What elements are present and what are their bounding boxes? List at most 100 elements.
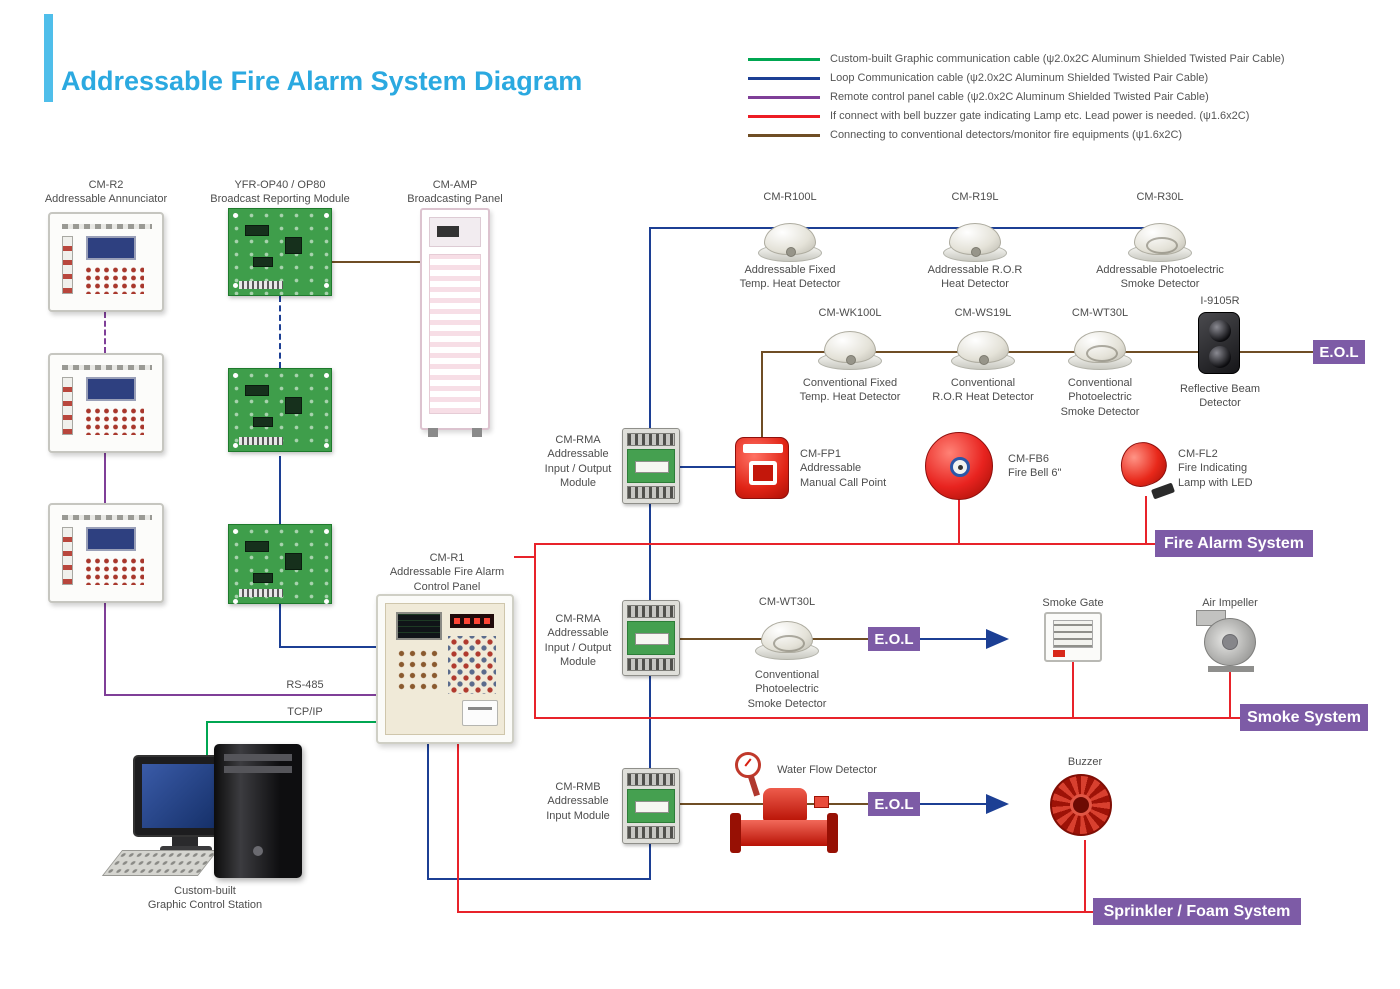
- remote-cable-rs485: [104, 694, 378, 696]
- led-column: [62, 377, 73, 435]
- sprinkler-power-line: [458, 911, 1097, 913]
- title-accent-bar: [44, 14, 53, 102]
- reflective-beam-detector: [1198, 312, 1240, 374]
- legend-row: Loop Communication cable (ψ2.0x2C Alumin…: [748, 71, 1208, 85]
- lamp-power-drop: [1145, 496, 1147, 545]
- water-flow-detector: [730, 752, 838, 854]
- impeller-power-drop: [1229, 666, 1231, 719]
- legend-label: Custom-built Graphic communication cable…: [830, 53, 1285, 65]
- detector-desc: Reflective Beam Detector: [1179, 383, 1261, 410]
- gauge-stem: [748, 775, 760, 797]
- smoke-gate-label: Smoke Gate: [1042, 597, 1104, 609]
- loop-cable-dashed: [279, 296, 281, 368]
- module-tag: [635, 633, 669, 645]
- air-impeller: [1196, 610, 1266, 672]
- fire-power-line: [535, 543, 1157, 545]
- buzzer-center: [1070, 794, 1092, 816]
- display-screen: [437, 226, 459, 237]
- detector-desc: Conventional Photoelectric Smoke Detecto…: [1060, 377, 1140, 418]
- legend-label: If connect with bell buzzer gate indicat…: [830, 110, 1250, 122]
- fan-hub: [1222, 634, 1238, 650]
- flange: [827, 813, 838, 853]
- chip: [253, 573, 273, 583]
- led-column: [62, 527, 73, 585]
- legend-swatch-blue: [748, 76, 820, 80]
- tcpip-label: TCP/IP: [287, 706, 323, 718]
- chip: [245, 385, 269, 396]
- detector-desc: Conventional Fixed Temp. Heat Detector: [799, 377, 901, 404]
- io-module-cm-rma-1: [622, 428, 680, 504]
- led-column: [62, 236, 73, 294]
- manual-call-point: [735, 437, 789, 499]
- panel-power-stub: [514, 556, 535, 558]
- lamp-dome: [1113, 435, 1173, 493]
- label-strip: [62, 365, 152, 370]
- terminal-row: [627, 773, 675, 786]
- bell-hub: [950, 457, 970, 477]
- panel-power-riser: [457, 744, 459, 913]
- loop-trunk-bottom: [428, 878, 651, 880]
- loop-panel-drop: [427, 744, 429, 880]
- loop-trunk-top: [650, 227, 1162, 229]
- call-point-caption: CM-FP1 Addressable Manual Call Point: [800, 448, 887, 489]
- chip: [253, 417, 273, 427]
- detector-desc: Addressable Fixed Temp. Heat Detector: [739, 264, 841, 291]
- legend-label: Connecting to conventional detectors/mon…: [830, 129, 1183, 141]
- annunciator-panel-2: [48, 353, 164, 453]
- annunciator-title: CM-R2 Addressable Annunciator: [44, 179, 168, 206]
- module-label: CM-RMA Addressable Input / Output Module: [544, 613, 612, 668]
- module-tag: [635, 461, 669, 473]
- monitor-screen: [142, 764, 228, 828]
- detector-cm-wk100l: [818, 328, 882, 370]
- power-button: [253, 846, 263, 856]
- monitor-stand: [172, 837, 198, 846]
- annunciator-panel-3: [48, 503, 164, 603]
- detector-dome: [1134, 223, 1186, 255]
- detector-model: CM-R100L: [763, 191, 817, 203]
- detector-cm-wt30l: [1068, 328, 1132, 370]
- remote-cable-line: [104, 453, 106, 503]
- lens: [1209, 320, 1231, 342]
- lamp-base: [1150, 482, 1176, 500]
- keyboard: [101, 850, 219, 876]
- call-point-label: [743, 444, 783, 453]
- press-area: [753, 465, 773, 481]
- io-module-cm-rma-2: [622, 600, 680, 676]
- button-grid: [84, 266, 144, 294]
- broadcast-module-board-2: [228, 368, 332, 452]
- lcd-screen: [86, 527, 136, 551]
- broadcast-module-board-3: [228, 524, 332, 604]
- button-grid: [396, 648, 442, 692]
- panel-display: [429, 217, 481, 247]
- smoke-gate-power-drop: [1072, 660, 1074, 719]
- legend-row: Remote control panel cable (ψ2.0x2C Alum…: [748, 90, 1209, 104]
- detector-model: CM-WK100L: [818, 307, 882, 319]
- page-title: Addressable Fire Alarm System Diagram: [61, 66, 583, 96]
- label-strip: [62, 224, 152, 229]
- conventional-drop-line: [761, 351, 763, 441]
- lamp-caption: CM-FL2 Fire Indicating Lamp with LED: [1178, 448, 1253, 489]
- buzzer-power-drop: [1084, 840, 1086, 913]
- lcd-screen: [86, 377, 136, 401]
- legend-swatch-red: [748, 114, 820, 118]
- fire-alarm-system-badge: Fire Alarm System: [1155, 530, 1313, 557]
- broadcasting-panel-title: CM-AMP Broadcasting Panel: [407, 179, 503, 206]
- paper-slot: [468, 707, 492, 710]
- monitor-base: [160, 846, 212, 853]
- legend-row: Connecting to conventional detectors/mon…: [748, 128, 1182, 142]
- legend-label: Remote control panel cable (ψ2.0x2C Alum…: [830, 91, 1209, 103]
- legend-swatch-purple: [748, 95, 820, 99]
- segment-digits: [454, 618, 490, 624]
- detector-model: I-9105R: [1200, 295, 1240, 307]
- input-module-cm-rmb: [622, 768, 680, 844]
- legend-row: If connect with bell buzzer gate indicat…: [748, 109, 1249, 123]
- legend-swatch-green: [748, 57, 820, 61]
- loop-callpoint-link: [680, 466, 737, 468]
- detector-desc: Conventional R.O.R Heat Detector: [932, 377, 1034, 404]
- lens: [1209, 346, 1231, 368]
- legend-label: Loop Communication cable (ψ2.0x2C Alumin…: [830, 72, 1209, 84]
- detector-dome: [761, 621, 813, 653]
- detector-cm-r19l: [943, 220, 1007, 262]
- valve-tag: [814, 796, 829, 808]
